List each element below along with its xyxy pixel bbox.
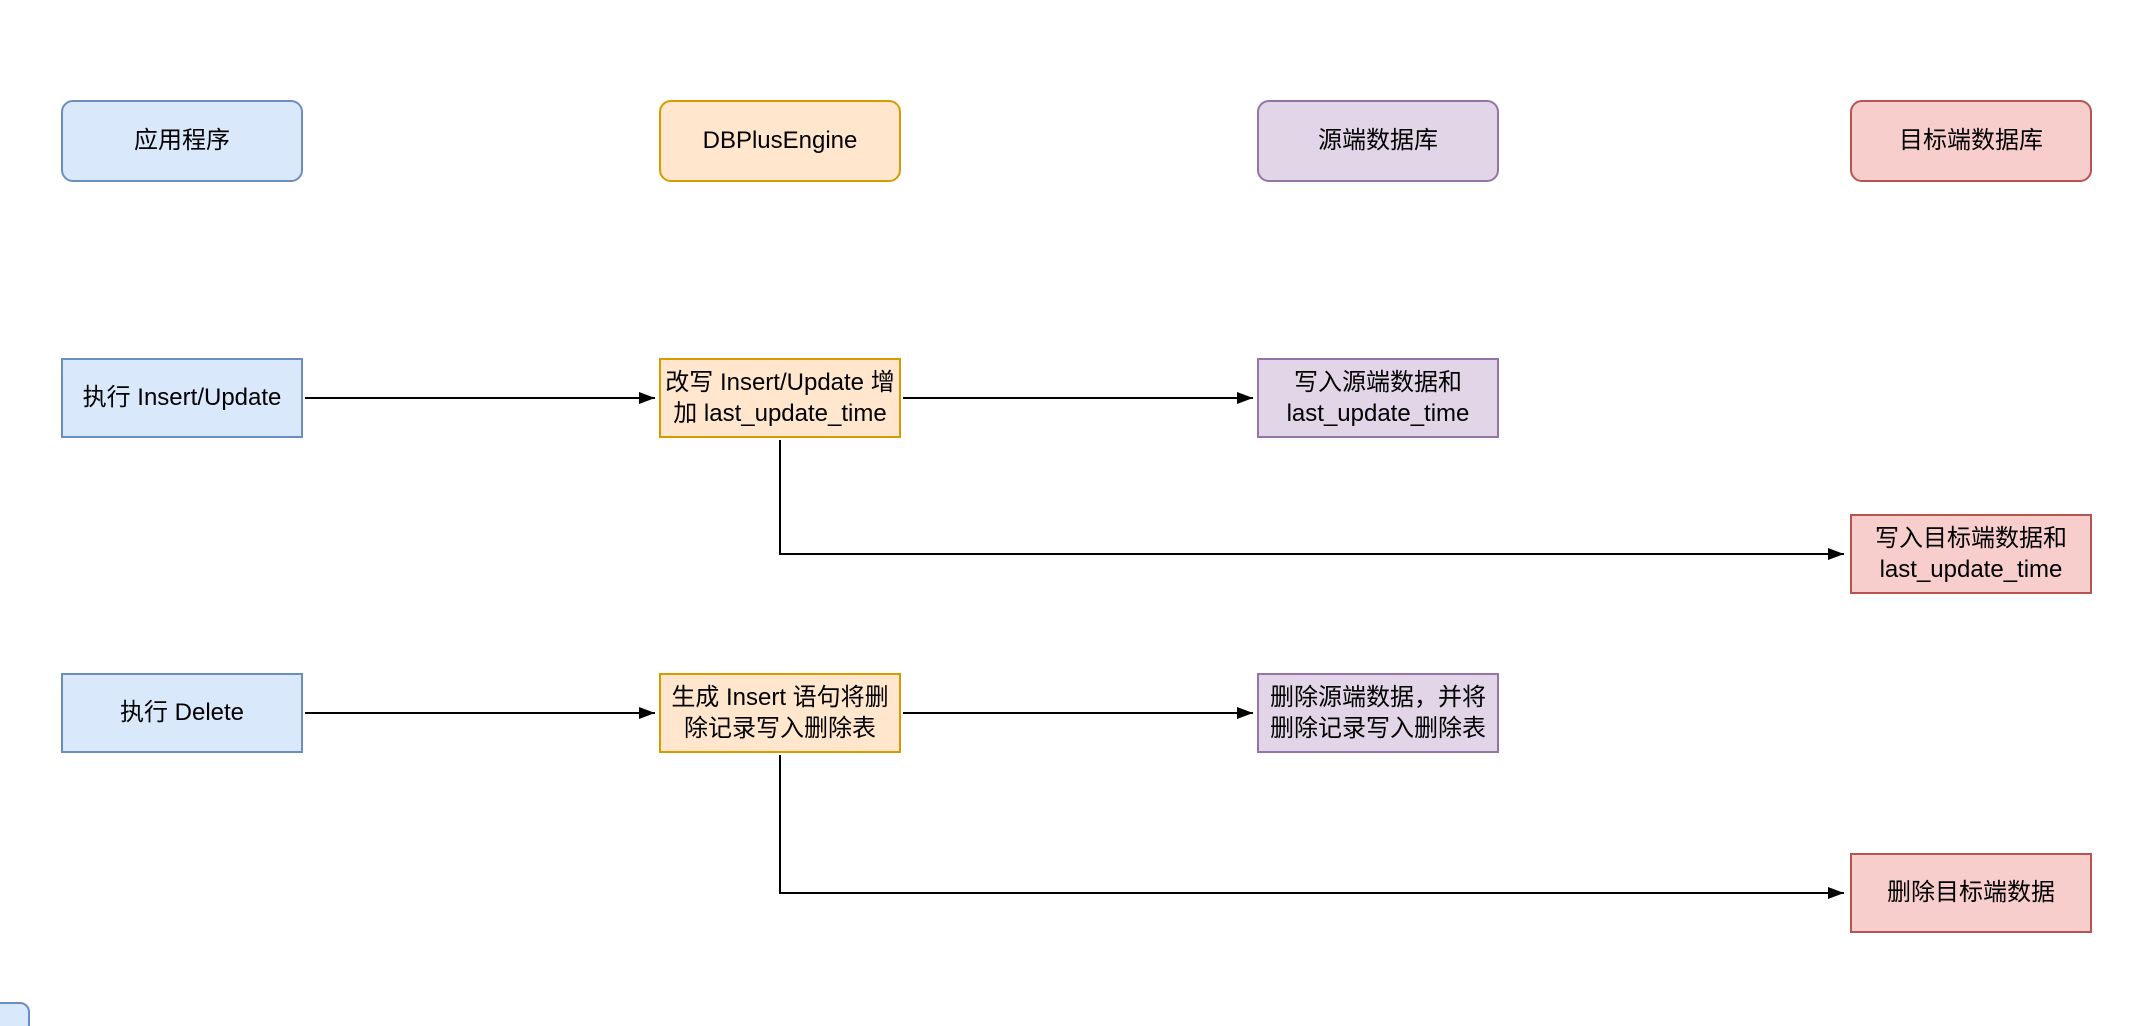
node-exec-insert-update: 执行 Insert/Update — [61, 358, 303, 438]
node-header-target-db: 目标端数据库 — [1850, 100, 2092, 182]
node-header-source-db: 源端数据库 — [1257, 100, 1499, 182]
clipped-shape-fragment — [0, 1002, 30, 1026]
node-rewrite-insert-update: 改写 Insert/Update 增 加 last_update_time — [659, 358, 901, 438]
node-write-source-data: 写入源端数据和 last_update_time — [1257, 358, 1499, 438]
edge-gen-insert-to-delete-target — [779, 755, 1844, 899]
node-delete-source-data: 删除源端数据，并将 删除记录写入删除表 — [1257, 673, 1499, 753]
node-header-dbplusengine: DBPlusEngine — [659, 100, 901, 182]
edge-rewrite-to-write-target — [779, 440, 1844, 560]
node-header-application: 应用程序 — [61, 100, 303, 182]
node-write-target-data: 写入目标端数据和 last_update_time — [1850, 514, 2092, 594]
node-delete-target-data: 删除目标端数据 — [1850, 853, 2092, 933]
node-exec-delete: 执行 Delete — [61, 673, 303, 753]
node-gen-insert-delete-table: 生成 Insert 语句将删 除记录写入删除表 — [659, 673, 901, 753]
